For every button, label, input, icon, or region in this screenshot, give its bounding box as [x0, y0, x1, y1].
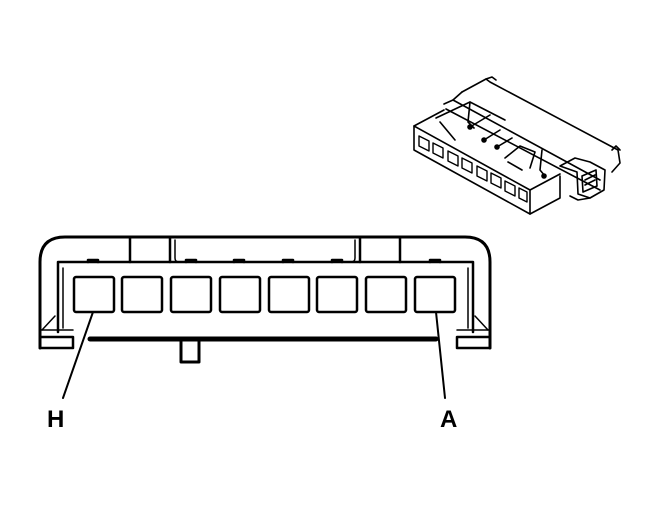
cavity-A — [413, 275, 457, 314]
connector-front-view — [38, 235, 492, 364]
cavity-row — [72, 275, 457, 314]
cavity-label-H: H — [47, 406, 65, 433]
cavity-H — [72, 275, 116, 314]
right-top-tab — [358, 235, 402, 264]
cavity-label-A: A — [440, 406, 458, 433]
key-tab — [179, 339, 201, 364]
left-top-tab — [128, 235, 172, 264]
isometric-cavities — [418, 135, 528, 203]
isometric-connector-view — [413, 76, 621, 215]
cavity-G — [120, 275, 164, 314]
leader-line-H — [62, 311, 94, 399]
top-nubs — [86, 258, 442, 264]
cavity-F — [169, 275, 213, 314]
cavity-E — [218, 275, 262, 314]
leader-line-A — [435, 311, 446, 399]
cavity-D — [267, 275, 311, 314]
cavity-C — [315, 275, 359, 314]
outer-housing — [38, 235, 492, 350]
cavity-B — [364, 275, 408, 314]
